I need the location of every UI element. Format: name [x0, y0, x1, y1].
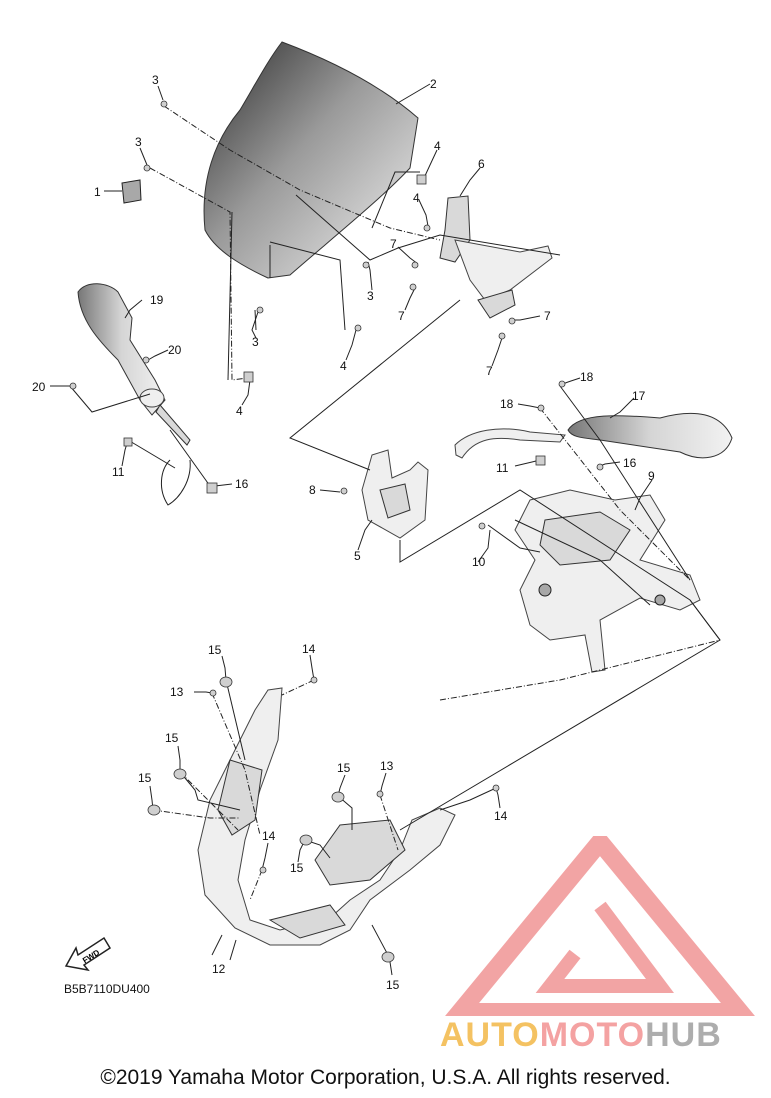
- automotohub-watermark: AUTOMOTOHUB: [440, 836, 760, 1054]
- mirror-17: [454, 413, 733, 459]
- callout-11b: 11: [496, 461, 509, 475]
- callout-15a: 15: [208, 643, 222, 657]
- lower-cowl-12: [197, 687, 456, 946]
- callout-20b: 20: [32, 380, 46, 394]
- callout-3a: 3: [152, 73, 159, 87]
- bracket-6: [439, 195, 553, 319]
- watermark-auto: AUTO: [440, 1016, 540, 1054]
- callout-14a: 14: [302, 642, 316, 656]
- callout-labels: 1 2 3 3 3 3 4 4 4 4 5 6 7 7 7 7 8 9 10 1…: [32, 73, 655, 992]
- callout-11a: 11: [112, 465, 125, 479]
- callout-16b: 16: [623, 456, 637, 470]
- windscreen: [203, 41, 419, 279]
- callout-15c: 15: [138, 771, 152, 785]
- callout-15d: 15: [337, 761, 351, 775]
- callout-3c: 3: [252, 335, 259, 349]
- bracket-5: [361, 449, 429, 539]
- callout-18b: 18: [500, 397, 514, 411]
- callout-12: 12: [212, 962, 226, 976]
- callout-4a: 4: [434, 139, 441, 153]
- watermark-hub: HUB: [645, 1016, 722, 1054]
- callout-16a: 16: [235, 477, 249, 491]
- leader-lines: [50, 83, 653, 976]
- watermark-logo-icon: [445, 836, 755, 1016]
- callout-14b: 14: [262, 829, 276, 843]
- callout-7a: 7: [390, 237, 397, 251]
- callout-7c: 7: [544, 309, 551, 323]
- callout-4c: 4: [340, 359, 347, 373]
- callout-3b: 3: [135, 135, 142, 149]
- cable-left: [161, 459, 191, 506]
- assembly-lines: [69, 105, 721, 956]
- callout-4d: 4: [236, 404, 243, 418]
- copyright-footer: ©2019 Yamaha Motor Corporation, U.S.A. A…: [100, 1066, 671, 1089]
- callout-18a: 18: [580, 370, 594, 384]
- callout-14c: 14: [494, 809, 508, 823]
- callout-4b: 4: [413, 191, 420, 205]
- callout-8: 8: [309, 483, 316, 497]
- callout-13a: 13: [170, 685, 184, 699]
- mirror-19: [77, 283, 191, 446]
- diagram-code: B5B7110DU400: [64, 982, 150, 996]
- callout-5: 5: [354, 549, 361, 563]
- callout-7d: 7: [486, 364, 493, 378]
- callout-20a: 20: [168, 343, 182, 357]
- callout-7b: 7: [398, 309, 405, 323]
- stay-9: [514, 489, 701, 673]
- callout-17: 17: [632, 389, 646, 403]
- callout-13b: 13: [380, 759, 394, 773]
- callout-3d: 3: [367, 289, 374, 303]
- callout-15e: 15: [290, 861, 304, 875]
- hardware: [69, 100, 604, 963]
- fwd-arrow-icon: FWD: [64, 936, 112, 972]
- callout-9: 9: [648, 469, 655, 483]
- callout-2: 2: [430, 77, 437, 91]
- callout-6: 6: [478, 157, 485, 171]
- callout-10: 10: [472, 555, 486, 569]
- callout-15f: 15: [386, 978, 400, 992]
- callout-1: 1: [94, 185, 101, 199]
- watermark-text: AUTOMOTOHUB: [440, 1016, 722, 1055]
- part-1-clip: [121, 179, 142, 204]
- callout-15b: 15: [165, 731, 179, 745]
- watermark-moto: MOTO: [539, 1016, 646, 1054]
- callout-19: 19: [150, 293, 164, 307]
